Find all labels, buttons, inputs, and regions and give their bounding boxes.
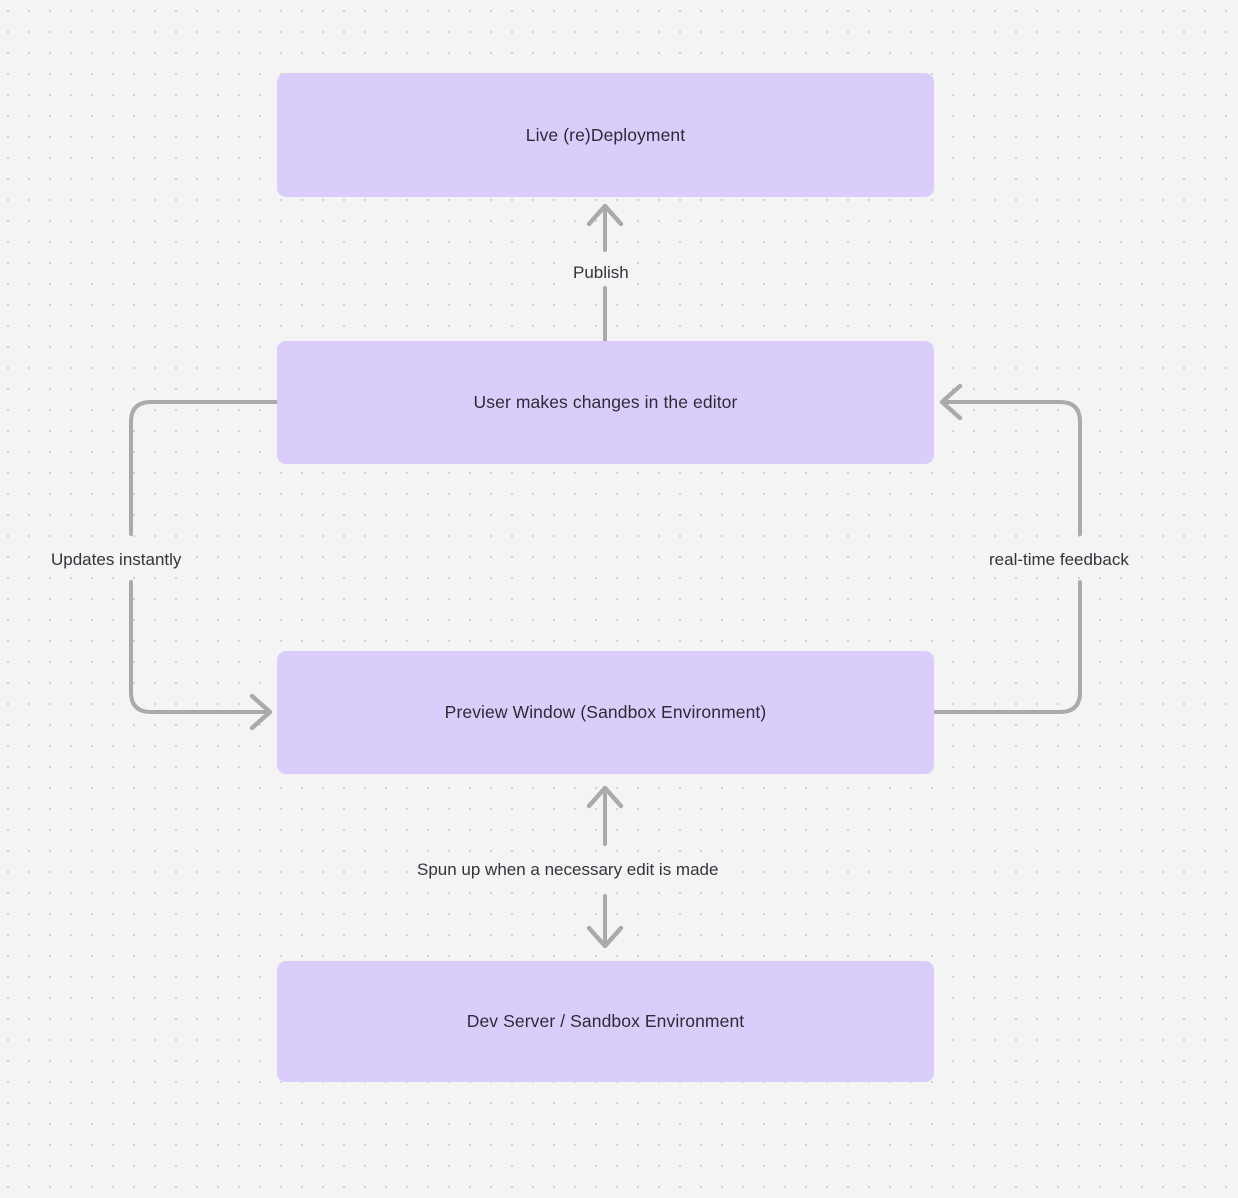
- node-preview-window-sandbox-environment[interactable]: Preview Window (Sandbox Environment): [277, 651, 934, 774]
- node-user-makes-changes-in-the-editor[interactable]: User makes changes in the editor: [277, 341, 934, 464]
- edge-publish-arrowhead-up: [586, 203, 624, 227]
- edge-feedback-upper-segment: [942, 400, 1082, 536]
- edge-updates-lower-segment: [129, 580, 270, 714]
- edge-label-real-time-feedback: real-time feedback: [982, 546, 1136, 573]
- edge-label-spun-up-when-a-necessary-edit-is-made: Spun up when a necessary edit is made: [410, 856, 726, 883]
- edge-updates-upper-segment: [129, 400, 279, 536]
- node-preview-label: Preview Window (Sandbox Environment): [444, 702, 767, 723]
- edge-feedback-arrowhead-left: [939, 383, 963, 421]
- edge-label-updates-instantly: Updates instantly: [44, 546, 189, 573]
- edge-feedback-lower-segment: [932, 580, 1082, 714]
- node-live-redeployment[interactable]: Live (re)Deployment: [277, 73, 934, 197]
- node-dev-label: Dev Server / Sandbox Environment: [466, 1011, 745, 1032]
- node-deploy-label: Live (re)Deployment: [525, 124, 686, 145]
- edge-label-publish: Publish: [566, 259, 636, 286]
- edge-updates-arrowhead-right: [249, 693, 273, 731]
- edge-spunup-arrowhead-down: [586, 925, 624, 949]
- edge-spunup-arrowhead-up: [586, 785, 624, 809]
- node-dev-server-sandbox-environment[interactable]: Dev Server / Sandbox Environment: [277, 961, 934, 1082]
- node-editor-label: User makes changes in the editor: [473, 392, 738, 413]
